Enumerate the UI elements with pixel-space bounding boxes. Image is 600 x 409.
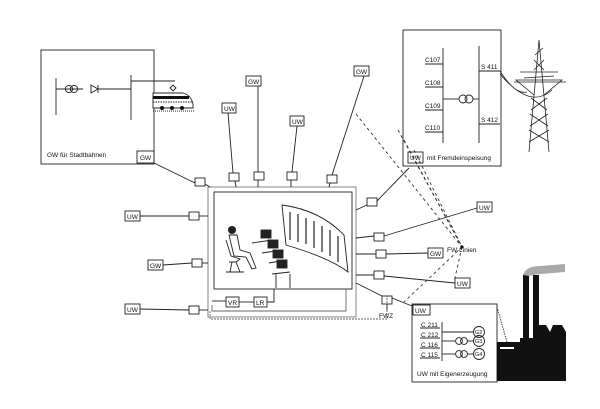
feeder-c212: C 212 xyxy=(421,332,439,339)
feeder-c116: C 116 xyxy=(421,342,438,349)
right-links xyxy=(355,167,493,310)
gw-stadtbahnen-caption: GW für Stadtbahnen xyxy=(47,152,107,159)
gen-g2-label: G2 xyxy=(475,330,482,336)
top-station-1: UW xyxy=(224,106,236,113)
feeder-c115: C 115 xyxy=(421,352,438,359)
top-links xyxy=(153,65,370,188)
tram-icon xyxy=(152,84,195,112)
bus-s412: S 412 xyxy=(481,117,498,124)
feeder-c211: C 211 xyxy=(421,322,438,329)
gw-stadtbahnen-tag: GW xyxy=(140,155,152,162)
top-station-2: GW xyxy=(248,79,260,86)
generator-g3 xyxy=(473,335,485,347)
gen-g3-label: G3 xyxy=(475,339,482,345)
transformer-icon xyxy=(64,84,79,94)
uw-eigen-caption: UW mit Eigenerzeugung xyxy=(417,371,488,378)
left-station-2: GW xyxy=(150,263,162,270)
left-station-3: UW xyxy=(127,307,139,314)
bus-c109: C109 xyxy=(425,103,441,110)
uw-eigen-tag: UW xyxy=(415,308,427,315)
uw-fremd-caption: mit Fremdeinspeisung xyxy=(427,155,491,162)
left-links xyxy=(124,210,208,315)
bus-c107: C107 xyxy=(425,57,441,64)
workstation-icon xyxy=(251,229,291,288)
diode-icon xyxy=(90,84,131,94)
wall-display-icon xyxy=(281,204,349,274)
uw-fremd-tag: UW xyxy=(410,155,422,162)
bus-s411: S 411 xyxy=(481,64,498,71)
fwz-label: FWZ xyxy=(379,313,393,320)
generator-g4 xyxy=(473,348,485,360)
right-station-3: UW xyxy=(457,281,469,288)
bus-c108: C108 xyxy=(425,80,441,87)
uw-fremd-panel xyxy=(402,29,502,167)
control-room xyxy=(207,186,388,320)
generator-g2 xyxy=(473,326,485,338)
top-station-4: GW xyxy=(356,69,368,76)
lr-label: LR xyxy=(256,300,265,307)
power-plant-icon xyxy=(497,264,566,381)
pylon-icon xyxy=(499,39,566,153)
fw-linien-label: FW-Linien xyxy=(447,247,477,254)
right-station-2: GW xyxy=(430,251,442,258)
fw-lines xyxy=(355,113,463,303)
top-station-3: UW xyxy=(292,119,304,126)
gen-g4-label: G4 xyxy=(475,352,482,358)
vr-label: VR xyxy=(228,300,237,307)
fw-node xyxy=(460,245,464,249)
bus-c110: C110 xyxy=(425,125,440,132)
right-station-1: UW xyxy=(479,205,491,212)
gw-tag-box xyxy=(136,150,155,164)
operator-icon xyxy=(225,226,257,273)
transformer-icon xyxy=(458,94,474,104)
left-station-1: UW xyxy=(127,214,139,221)
